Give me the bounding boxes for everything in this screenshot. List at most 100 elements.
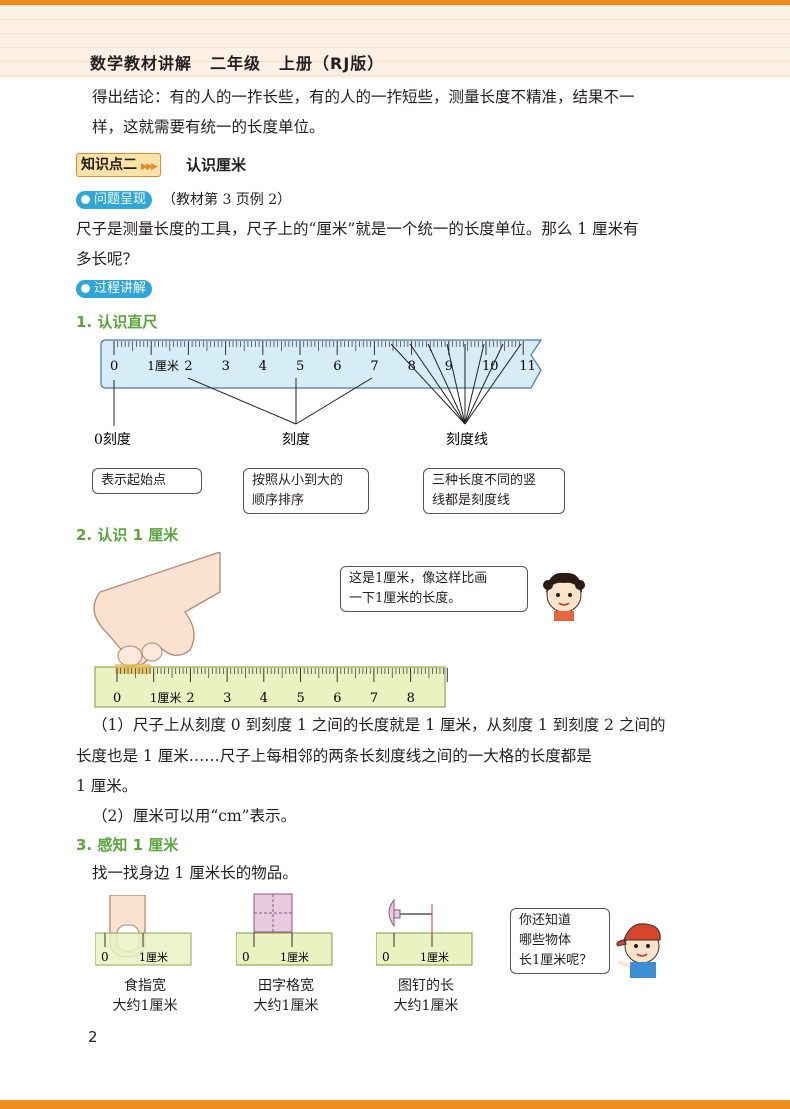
pointer-lines xyxy=(113,343,522,426)
problem-line-2: 多长呢？ xyxy=(76,250,139,268)
ruler-ticks xyxy=(113,341,524,355)
pointer-scale-2 xyxy=(187,377,297,425)
boy-bubble-line-3: 长1厘米呢？ xyxy=(519,953,593,968)
knowledge-point-title: 认识厘米 xyxy=(186,156,247,174)
problem-ref: （教材第 3 页例 2） xyxy=(162,192,292,208)
section-2-title: 2. 认识 1 厘米 xyxy=(76,526,179,544)
boy-bubble-line-2: 哪些物体 xyxy=(519,933,572,948)
intro-line-2: 样，这就需要有统一的长度单位。 xyxy=(92,118,325,136)
item-finger: 0 1厘米 xyxy=(95,895,192,966)
ruler-3b xyxy=(236,932,333,966)
ruler-label: 7 xyxy=(370,359,378,374)
ruler-label: 9 xyxy=(445,359,453,374)
section-1-title: 1. 认识直尺 xyxy=(76,313,158,331)
ruler-label: 2 xyxy=(184,359,192,374)
ruler-3c-one: 1厘米 xyxy=(420,951,449,964)
callout-lines-line-2: 线都是刻度线 xyxy=(432,493,511,508)
page-header: 数学教材讲解二年级上册（RJ版） xyxy=(0,0,790,78)
page-footer-bar xyxy=(0,1100,790,1109)
item-thumbtack-caption: 图钉的长 大约1厘米 xyxy=(376,975,476,1015)
item-tian-cap-2: 大约1厘米 xyxy=(253,998,319,1014)
intro-line-1: 得出结论：有的人的一拃长些，有的人的一拃短些，测量长度不精准，结果不一 xyxy=(92,88,635,106)
thumb-tip xyxy=(117,645,143,667)
ruler-label: 4 xyxy=(259,359,267,374)
ruler-label: 3 xyxy=(223,691,231,706)
section-3-title: 3. 感知 1 厘米 xyxy=(76,836,179,854)
boy-bubble-line-1: 你还知道 xyxy=(519,913,572,928)
item-finger-caption: 食指宽 大约1厘米 xyxy=(95,975,195,1015)
label-scale: 刻度 xyxy=(282,432,310,448)
s2-p1-line-1: （1）尺子上从刻度 0 到刻度 1 之间的长度就是 1 厘米，从刻度 1 到刻度… xyxy=(92,716,666,734)
callout-zero-text: 表示起始点 xyxy=(101,473,167,488)
header-grid-pattern xyxy=(0,5,790,78)
ruler-label: 5 xyxy=(296,359,304,374)
label-zero: 0刻度 xyxy=(94,432,131,448)
ruler-label: 6 xyxy=(333,691,341,706)
boy-cap xyxy=(623,923,661,941)
girl-bubble-line-1: 这是1厘米，像这样比画 xyxy=(349,571,488,586)
item-thumbtack-cap-1: 图钉的长 xyxy=(398,978,454,994)
boy-avatar xyxy=(616,923,661,978)
header-accent-bar xyxy=(0,0,790,5)
item-thumbtack-cap-2: 大约1厘米 xyxy=(393,998,459,1014)
boy-shirt xyxy=(630,962,656,978)
pointer-line-c xyxy=(427,343,466,425)
ruler-label: 2 xyxy=(186,691,194,706)
ruler-label: 0 xyxy=(113,691,121,706)
girl-shirt xyxy=(554,611,574,621)
girl-bun-right xyxy=(575,580,585,590)
finger-tip xyxy=(141,642,163,662)
s2-p2: （2）厘米可以用“cm”表示。 xyxy=(92,807,297,825)
boy-speech-bubble: 你还知道 哪些物体 长1厘米呢？ xyxy=(510,908,610,974)
item-thumbtack: 0 1厘米 xyxy=(376,898,473,966)
header-grade: 二年级 xyxy=(210,54,262,73)
process-pill: 过程讲解 xyxy=(76,280,153,298)
one-cm-highlight xyxy=(115,664,151,674)
ruler-label: 1厘米 xyxy=(150,691,182,705)
page-number: 2 xyxy=(88,1028,98,1046)
ruler-label: 0 xyxy=(110,359,118,374)
pointer-line-f xyxy=(464,343,485,425)
thumbtack-head xyxy=(388,898,395,928)
s2-p1-line-3: 1 厘米。 xyxy=(76,777,138,795)
pointer-line-a xyxy=(390,343,466,425)
ruler-3c xyxy=(376,932,473,966)
girl-bun-left xyxy=(543,580,553,590)
item-tian-cap-1: 田字格宽 xyxy=(258,978,314,994)
s3-instruction: 找一找身边 1 厘米长的物品。 xyxy=(92,864,298,882)
pointer-line-d xyxy=(446,343,466,425)
item-tian-caption: 田字格宽 大约1厘米 xyxy=(236,975,336,1015)
pointer-line-g xyxy=(464,343,504,425)
callout-lines: 三种长度不同的竖 线都是刻度线 xyxy=(423,468,565,514)
ruler-label: 3 xyxy=(222,359,230,374)
pointer-line-b xyxy=(409,343,466,425)
ruler-label: 1厘米 xyxy=(147,359,179,373)
ruler-label: 4 xyxy=(260,691,268,706)
girl-avatar xyxy=(543,572,585,621)
ruler-label: 8 xyxy=(407,691,415,706)
arrow-icon: ▶▶▶ xyxy=(141,162,158,172)
problem-pill: 问题呈现 xyxy=(76,191,153,209)
callout-scale-line-1: 按照从小到大的 xyxy=(252,473,344,488)
knowledge-point-tag: 知识点二 ▶▶▶ xyxy=(76,153,161,177)
item-tian-grid: 0 1厘米 xyxy=(236,893,333,966)
label-lines: 刻度线 xyxy=(446,432,488,448)
ruler-3a-one: 1厘米 xyxy=(139,951,168,964)
pointer-scale-7 xyxy=(295,377,373,425)
header-title: 数学教材讲解二年级上册（RJ版） xyxy=(90,50,402,74)
problem-line-1: 尺子是测量长度的工具，尺子上的“厘米”就是一个统一的长度单位。那么 1 厘米有 xyxy=(76,220,639,238)
girl-hair xyxy=(546,572,582,593)
knowledge-point-tag-label: 知识点二 xyxy=(81,157,137,173)
girl-bubble-line-2: 一下1厘米的长度。 xyxy=(349,591,462,606)
callout-scale-line-2: 顺序排序 xyxy=(252,493,305,508)
ruler-3a-zero: 0 xyxy=(101,950,109,964)
ruler-label: 5 xyxy=(297,691,305,706)
s2-p1-line-2: 长度也是 1 厘米……尺子上每相邻的两条长刻度线之间的一大格的长度都是 xyxy=(76,747,592,765)
ruler-3c-zero: 0 xyxy=(382,950,390,964)
ruler-3b-one: 1厘米 xyxy=(280,951,309,964)
callout-scale: 按照从小到大的 顺序排序 xyxy=(243,468,369,514)
girl-speech-bubble: 这是1厘米，像这样比画 一下1厘米的长度。 xyxy=(340,566,528,612)
